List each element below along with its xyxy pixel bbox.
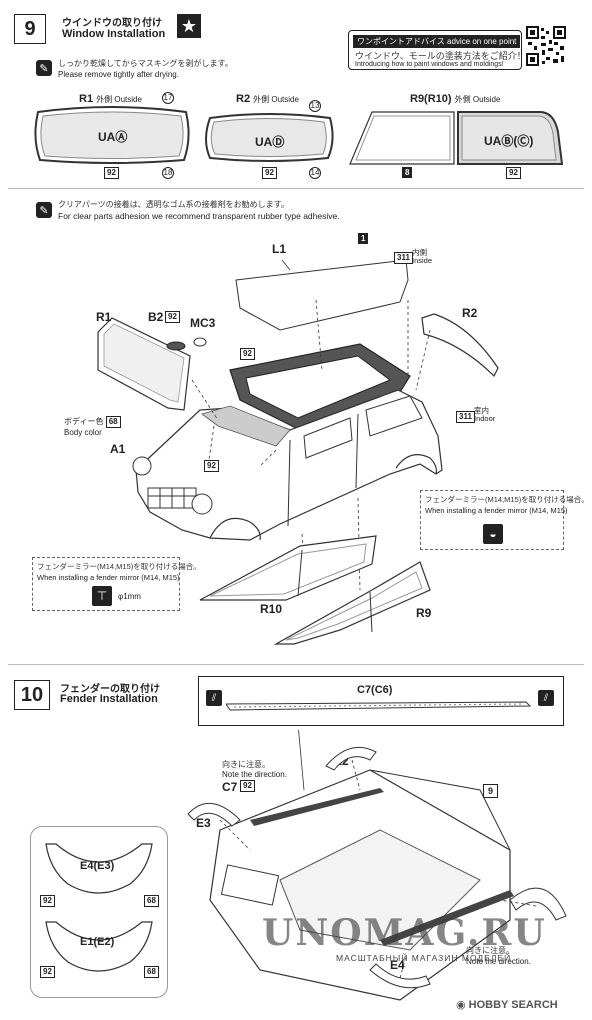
note-direction-en: Note the direction. — [222, 770, 287, 779]
r2-num-13: 13 — [309, 100, 321, 112]
divider-1 — [8, 188, 584, 189]
l1-label: L1 — [272, 242, 287, 256]
r9-code: UAⒷ(Ⓒ) — [484, 134, 534, 148]
hobby-search-logo[interactable]: ◉ HOBBY SEARCH — [456, 999, 558, 1011]
qr-code-icon[interactable] — [526, 26, 566, 66]
step-9-title-en: Window Installation — [62, 28, 166, 40]
note-direction-2-jp: 向きに注意。 — [466, 946, 514, 955]
step-10-title-jp: フェンダーの取り付け — [60, 684, 160, 695]
glue-tool-icon: ◒ — [483, 524, 503, 544]
inside-num: 311 — [394, 252, 413, 264]
advice-jp: ウインドウ、モールの塗装方法をご紹介！ — [355, 51, 526, 61]
mc3-part-label: MC3 — [190, 316, 216, 330]
divider-2 — [8, 664, 584, 665]
r2-code: UAⒹ — [255, 135, 285, 149]
car-body-assembly-drawing — [97, 259, 499, 645]
hobby-search-icon: ◉ — [456, 999, 466, 1011]
note-direction-2-en: Note the direction. — [466, 957, 531, 966]
step-9-number: 9 — [14, 14, 46, 44]
c7-label: C7 — [222, 780, 238, 794]
body-color-label: ボディー色 68 Body color — [64, 416, 121, 437]
tip-1-en: Please remove tightly after drying. — [58, 70, 179, 79]
indoor-num: 311 — [456, 411, 475, 423]
drill-size: φ1mm — [118, 592, 141, 601]
note-direction-jp: 向きに注意。 — [222, 760, 270, 769]
tip-2-jp: クリアパーツの接着は、透明なゴム系の接着剤をお勧めします。 — [58, 200, 289, 209]
tip-1-jp: しっかり乾燥してからマスキングを剥がします。 — [58, 59, 233, 68]
c7-c6-label: C7(C6) — [357, 684, 393, 696]
b2-part-label: B2 — [148, 310, 164, 324]
r1-part-label: R1 — [96, 310, 112, 324]
r2-window-drawing — [205, 113, 334, 162]
r9-paint-92: 92 — [506, 167, 521, 179]
fender-note-left-jp: フェンダーミラー(M14,M15)を取り付ける場合。 — [37, 562, 201, 571]
r9-window-drawing — [349, 111, 564, 165]
r1-label: R1 外側 Outside — [79, 93, 142, 105]
c7-c6-box — [198, 676, 564, 726]
unomag-watermark-sub: МАСШТАБНЫЙ МАГАЗИН МОДЕЛЕЙ — [336, 953, 512, 963]
e4-paint-92: 92 — [40, 895, 55, 907]
e4-e3-label: E4(E3) — [80, 860, 115, 872]
brush-icon: ✎ — [36, 202, 52, 218]
e4-fender-drawing — [45, 843, 153, 894]
advice-box: ワンポイントアドバイス advice on one point ウインドウ、モー… — [348, 30, 526, 70]
r2-paint-92: 92 — [262, 167, 277, 179]
fender-note-right-jp: フェンダーミラー(M14,M15)を取り付ける場合。 — [425, 495, 589, 504]
advice-header-en: advice on one point — [447, 37, 517, 46]
step-9-title-jp: ウインドウの取り付け — [62, 18, 162, 29]
r1-window-drawing — [34, 106, 190, 164]
e1-e2-label: E1(E2) — [80, 936, 115, 948]
e3-label: E3 — [196, 816, 211, 830]
roof-paint-num: 92 — [240, 348, 255, 360]
a1-paint-num: 92 — [204, 460, 219, 472]
r1-paint-92: 92 — [104, 167, 119, 179]
advice-en: Introducing how to paint windows and mol… — [355, 61, 504, 68]
e1-paint-68: 68 — [144, 966, 159, 978]
r2-label: R2 外側 Outside — [236, 93, 299, 105]
r1-code: UAⒶ — [98, 130, 128, 144]
fender-note-right: フェンダーミラー(M14,M15)を取り付ける場合。 When installi… — [420, 490, 589, 550]
r1-num-17: 17 — [162, 92, 174, 104]
fender-note-left-en: When installing a fender mirror (M14, M1… — [37, 573, 180, 582]
c7-paint-num: 92 — [240, 780, 255, 792]
unomag-watermark: UNOMAG.RU — [262, 912, 547, 954]
fender-note-left: フェンダーミラー(M14,M15)を取り付ける場合。 When installi… — [32, 557, 201, 611]
e4-paint-68: 68 — [144, 895, 159, 907]
star-icon: ★ — [177, 14, 201, 38]
tip-2-en: For clear parts adhesion we recommend tr… — [58, 211, 340, 221]
fender-assembly-drawing — [187, 730, 567, 1001]
e4-label: E4 — [390, 958, 405, 972]
a1-part-label: A1 — [110, 442, 126, 456]
e1-fender-drawing — [45, 921, 153, 972]
part-9-box: 9 — [483, 784, 499, 798]
c7-strip-drawing — [226, 701, 532, 711]
r9-label: R9(R10) 外側 Outside — [410, 93, 501, 105]
e1-paint-92: 92 — [40, 966, 55, 978]
r10-part-label: R10 — [260, 602, 283, 616]
r2-num-14: 14 — [309, 167, 321, 179]
advice-header-jp: ワンポイントアドバイス — [357, 37, 445, 46]
tape-icon-left: ⫽ — [206, 690, 222, 706]
step-10-number: 10 — [14, 680, 50, 710]
fender-note-right-en: When installing a fender mirror (M14, M1… — [425, 506, 568, 515]
tape-icon-right: ⫽ — [538, 690, 554, 706]
r2-part-label: R2 — [462, 306, 478, 320]
r1-num-18: 18 — [162, 167, 174, 179]
step-10-title-en: Fender Installation — [60, 693, 158, 705]
brush-icon: ✎ — [36, 60, 52, 76]
b2-paint-num: 92 — [165, 311, 180, 323]
r9-part-label: R9 — [416, 606, 432, 620]
r9-paint-8: 8 — [402, 167, 413, 178]
drill-icon: ⊤ — [92, 586, 112, 606]
part-1-box: 1 — [358, 233, 369, 244]
